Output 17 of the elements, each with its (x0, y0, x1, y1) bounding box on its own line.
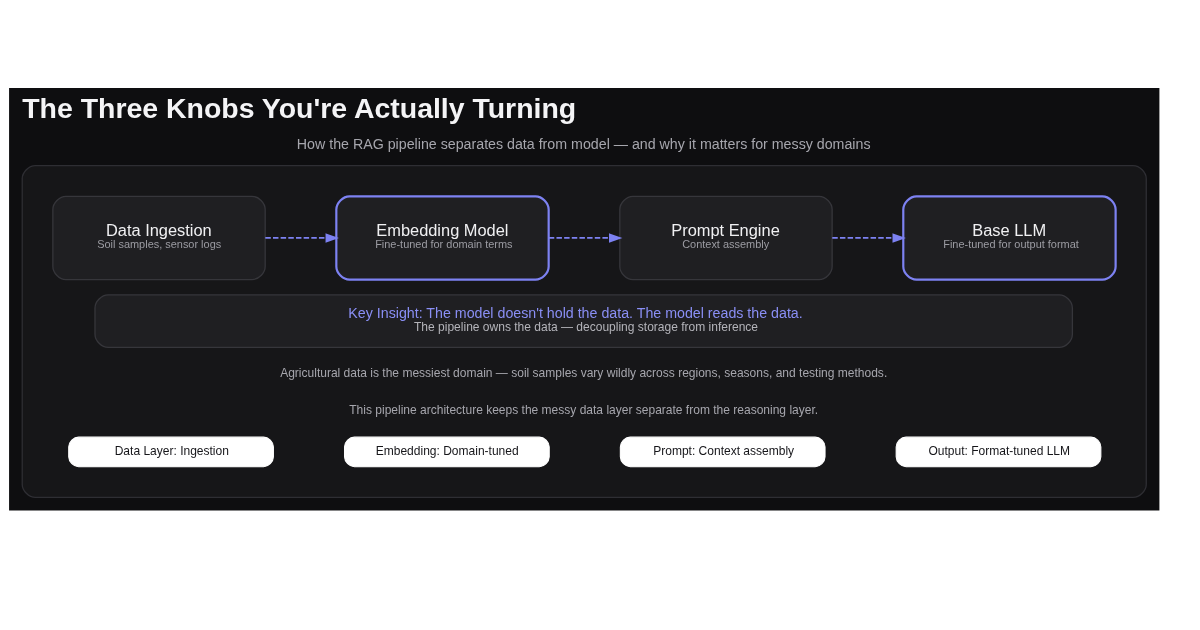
node-box: Base LLM Fine-tuned for output format (902, 195, 1117, 281)
cluster (21, 165, 1147, 498)
node-box: Prompt: Context assembly (619, 436, 826, 468)
label: How the RAG pipeline separates data from model — and why it matters for messy domains (296, 135, 871, 152)
diagram-title: The Three Knobs You're Actually Turning (22, 92, 577, 125)
arrow (547, 233, 623, 243)
node-box: Embedding Model Fine-tuned for domain terms (335, 195, 550, 281)
node-box: Output: Format-tuned LLM (895, 436, 1102, 468)
node-box: Embedding: Domain-tuned (344, 436, 550, 468)
node-box: Prompt Engine Context assembly (619, 195, 833, 281)
label: This pipeline architecture keeps the messy data layer separate from the reasoning layer. (349, 402, 819, 417)
node-box: Data Ingestion Soil samples, sensor logs (52, 195, 266, 281)
node-box: Data Layer: Ingestion (68, 436, 274, 468)
label: Agricultural data is the messiest domain — soil samples vary wildly across regions, seasons, and testing methods. (280, 365, 888, 380)
arrow (264, 233, 339, 243)
node-box: Key Insight: The model doesn't hold the data. The model reads the data. The pipeline owns the data — decoupling storage from inference (94, 294, 1074, 349)
arrow (831, 233, 906, 243)
